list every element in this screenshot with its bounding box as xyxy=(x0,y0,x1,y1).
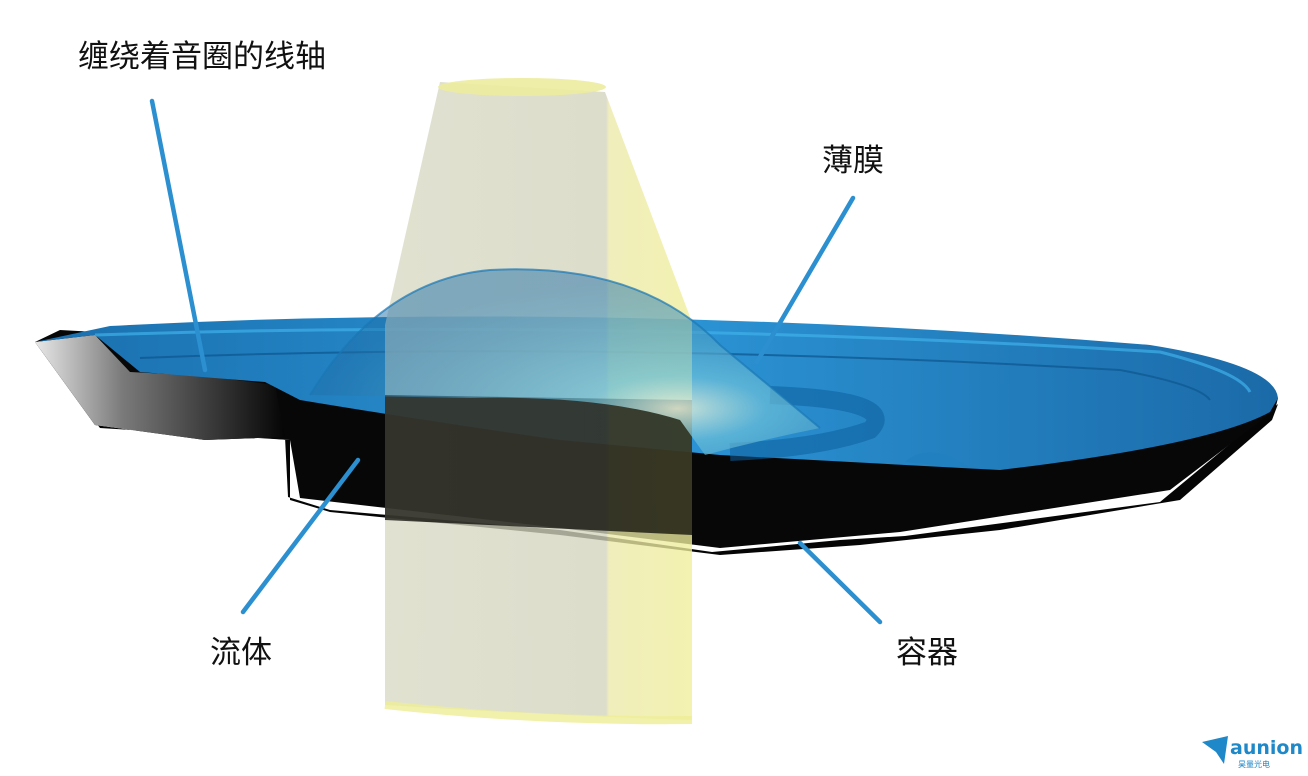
brand-subtitle: 昊量光电 xyxy=(1238,759,1270,769)
coil-bobbin xyxy=(384,78,693,725)
label-container: 容器 xyxy=(896,635,958,671)
leader-line-membrane xyxy=(754,195,856,365)
leader-line-fluid xyxy=(240,457,361,615)
label-fluid: 流体 xyxy=(210,635,272,671)
label-membrane: 薄膜 xyxy=(822,143,884,179)
leader-line-coil-bobbin xyxy=(149,98,208,373)
dome-surround xyxy=(309,268,821,455)
brand-logo: aunion 昊量光电 xyxy=(1202,736,1303,769)
leader-line-container xyxy=(797,540,883,625)
label-coil-bobbin: 缠绕着音圈的线轴 xyxy=(78,39,326,75)
paper-plane-icon xyxy=(1202,736,1228,764)
brand-name: aunion xyxy=(1230,737,1303,759)
leader-lines xyxy=(149,98,883,625)
